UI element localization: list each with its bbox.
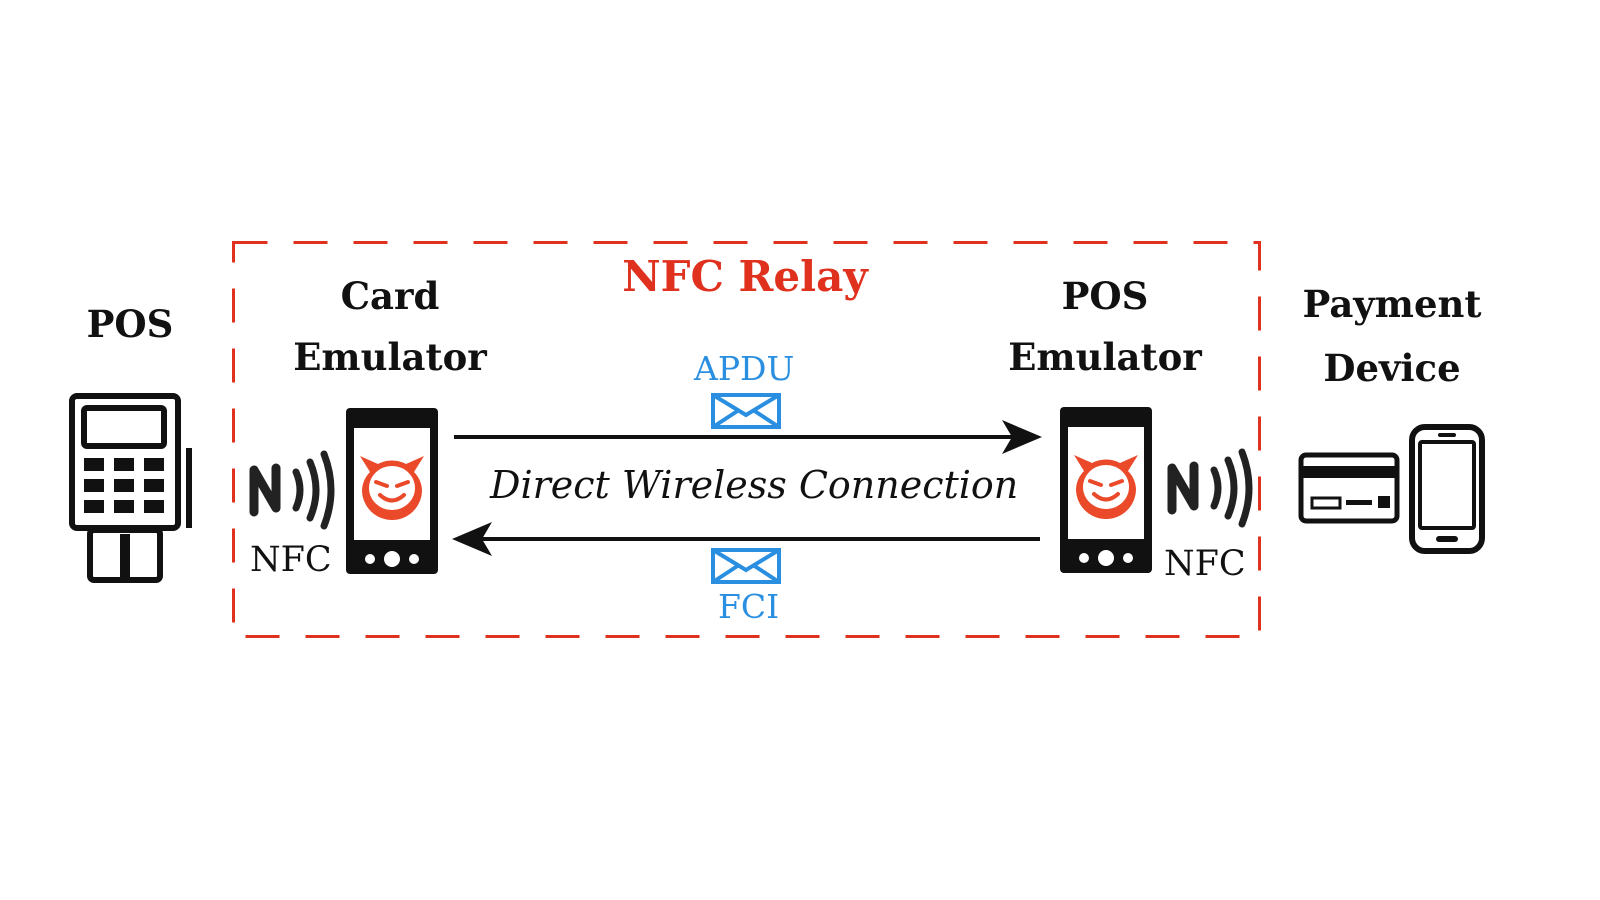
direct-wireless-connection-label: Direct Wireless Connection (490, 463, 1019, 507)
payment-device-label-line1: Payment (1302, 282, 1482, 326)
fci-label: FCI (718, 587, 780, 626)
apdu-label: APDU (694, 349, 795, 388)
pos-emulator-nfc-label: NFC (1164, 544, 1246, 584)
pos-label: POS (86, 302, 174, 346)
nfc-relay-boundary (232, 241, 1261, 638)
fci-envelope-icon (711, 548, 781, 584)
pos-emulator-phone-icon (1060, 407, 1152, 573)
relay-title: NFC Relay (622, 252, 868, 301)
smartphone-icon (1409, 424, 1485, 554)
card-emulator-nfc-label: NFC (250, 540, 332, 580)
card-emulator-phone-icon (346, 408, 438, 574)
payment-device-label-line2: Device (1323, 346, 1461, 390)
apdu-envelope-icon (711, 393, 781, 429)
credit-card-icon (1298, 452, 1400, 524)
card-emulator-label-line2: Emulator (293, 335, 487, 379)
card-emulator-label-line1: Card (340, 274, 440, 318)
pos-emulator-label-line2: Emulator (1008, 335, 1202, 379)
return-arrow (452, 522, 1040, 556)
forward-arrow (454, 420, 1042, 454)
nfc-waves-icon (249, 450, 335, 530)
pos-emulator-label-line1: POS (1061, 274, 1149, 318)
pos-terminal-icon (69, 393, 192, 583)
nfc-waves-icon (1167, 448, 1253, 528)
